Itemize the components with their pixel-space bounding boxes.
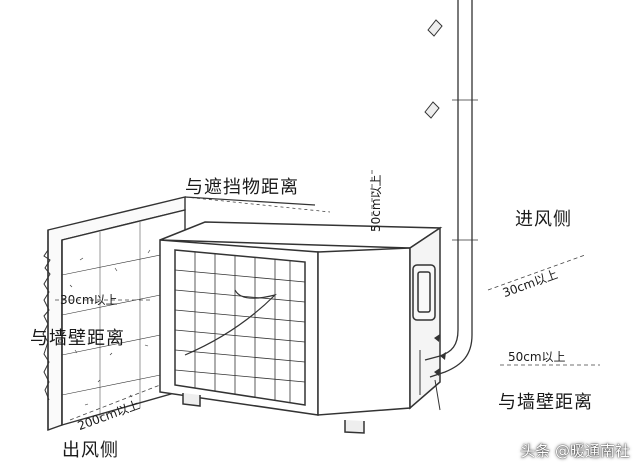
left-wall [42,196,186,431]
shield-distance-label: 与遮挡物距离 [185,177,299,198]
back-wall-spec-label: 50cm以上 [508,350,566,364]
shield-spec-label: 50cm以上 [369,174,383,232]
ac-outdoor-unit [159,221,443,434]
outlet-side-label: 出风侧 [62,440,119,461]
direction-arrows [434,334,446,376]
dimension-lines [55,170,600,421]
left-wall-distance-label: 与墙壁距离 [30,328,125,349]
left-wall-spec-label: 30cm以上 [60,293,118,307]
back-wall-distance-label: 与墙壁距离 [498,392,593,413]
pipe-clips [424,19,443,119]
inlet-side-label: 进风侧 [515,209,572,230]
top-shield-line [184,196,331,213]
watermark: 头条 @暖通南社 [520,442,630,460]
